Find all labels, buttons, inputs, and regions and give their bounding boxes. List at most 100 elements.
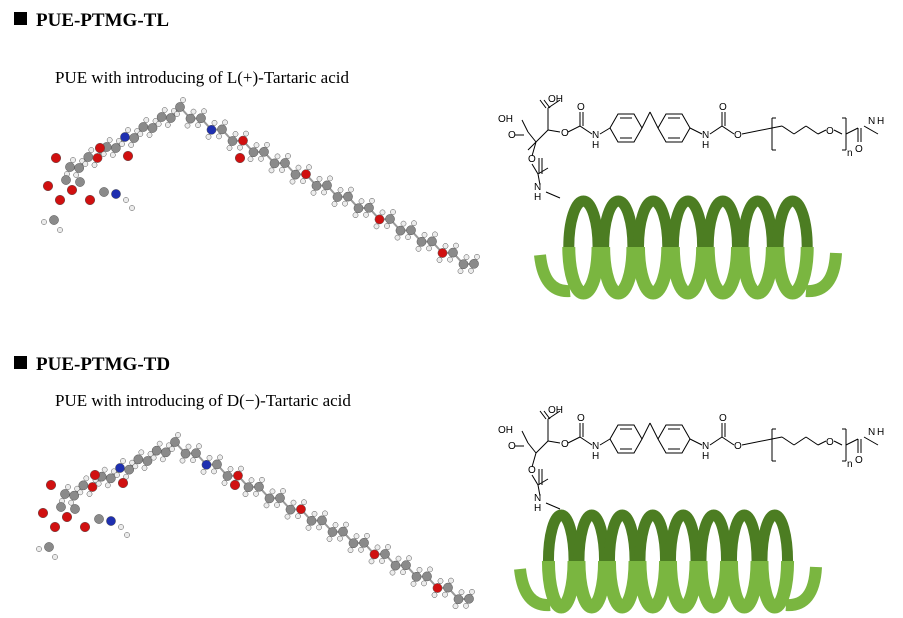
hydrogen-atom: [337, 187, 344, 193]
hydrogen-atom: [242, 491, 249, 498]
oxygen-atom: [122, 150, 134, 162]
hydrogen-atom: [57, 227, 63, 233]
hydrogen-atom: [238, 465, 244, 472]
hydrogen-atom: [337, 535, 343, 542]
hydrogen-atom: [347, 547, 354, 554]
helix-back-strand: [756, 509, 794, 562]
hydrogen-atom: [190, 108, 197, 115]
carbon-atom: [212, 459, 222, 470]
helix-back-strand: [702, 195, 743, 248]
hydrogen-atom: [274, 153, 281, 160]
hydrogen-atom: [129, 459, 136, 466]
hydrogen-atom: [426, 245, 432, 252]
carbon-atom: [69, 490, 80, 501]
helix-back-strand: [633, 195, 674, 248]
hydrogen-atom: [389, 569, 396, 576]
hydrogen-atom: [201, 108, 207, 115]
hydrogen-atom: [143, 117, 150, 123]
hydrogen-atom: [200, 468, 207, 475]
nitrogen-atom: [201, 459, 212, 470]
carbon-atom: [75, 177, 85, 187]
hydrogen-atom: [374, 544, 381, 551]
carbon-atom: [343, 191, 353, 202]
hydrogen-atom: [95, 480, 102, 487]
hydrogen-atom: [137, 131, 144, 137]
label-h: H: [877, 116, 884, 127]
label-n: N: [592, 130, 599, 141]
label-o: O: [734, 130, 742, 141]
hydrogen-atom: [86, 491, 93, 497]
hydrogen-atom: [364, 532, 370, 539]
carbon-atom: [49, 215, 59, 225]
hydrogen-atom: [91, 162, 98, 168]
hydrogen-atom: [118, 524, 124, 530]
carbon-atom: [317, 515, 327, 526]
label-h: H: [534, 192, 541, 203]
hydrogen-atom: [195, 122, 201, 129]
ball-stick-molecular-model: [41, 97, 480, 275]
hydrogen-atom: [123, 197, 129, 203]
hydrogen-atom: [119, 141, 125, 147]
hydrogen-atom: [70, 157, 76, 163]
label-o: O: [826, 437, 834, 448]
helix-back-strand: [598, 195, 639, 248]
carbon-atom: [406, 225, 416, 236]
carbon-atom: [191, 448, 201, 459]
carbon-atom: [269, 158, 280, 169]
hydrogen-atom: [415, 245, 422, 252]
helix-front-strand: [666, 246, 710, 300]
hydrogen-atom: [165, 442, 172, 449]
hydrogen-atom: [331, 201, 338, 207]
panel-title: PUE-PTMG-TL: [14, 10, 169, 32]
helix-front-strand: [701, 246, 744, 300]
helix-front-strand: [562, 246, 605, 300]
hydrogen-atom: [77, 489, 84, 496]
label-n: N: [868, 116, 875, 127]
helix-tail: [785, 566, 822, 612]
label-n: N: [702, 441, 709, 452]
carbon-atom: [105, 473, 116, 484]
hydrogen-atom: [311, 510, 318, 517]
carbon-atom: [385, 214, 395, 224]
hydrogen-atom: [269, 488, 276, 495]
hydrogen-atom: [322, 510, 328, 517]
hydrogen-atom: [379, 558, 385, 564]
helix-front-strand: [694, 560, 734, 614]
oxygen-atom: [66, 184, 78, 196]
carbon-atom: [56, 502, 66, 512]
carbon-atom: [259, 146, 269, 157]
hydrogen-atom: [196, 443, 202, 450]
hydrogen-atom: [128, 142, 135, 148]
hydrogen-atom: [436, 257, 443, 263]
carbon-atom: [443, 582, 453, 593]
hydrogen-atom: [243, 130, 249, 137]
hydrogen-atom: [237, 144, 243, 151]
helix-front-strand: [541, 560, 581, 614]
hydrogen-atom: [284, 513, 291, 520]
hydrogen-atom: [258, 155, 264, 162]
hydrogen-atom: [400, 569, 406, 576]
carbon-atom: [124, 464, 135, 475]
carbon-atom: [94, 514, 104, 524]
hydrogen-atom: [348, 186, 354, 193]
hydrogen-atom: [184, 122, 191, 129]
oxygen-atom: [301, 169, 311, 180]
nitrogen-atom: [111, 189, 121, 199]
carbon-atom: [306, 515, 317, 526]
helix-front-strand: [755, 560, 795, 614]
label-o: O: [577, 413, 585, 424]
carbon-atom: [401, 560, 411, 571]
hydrogen-atom: [310, 189, 317, 196]
oxygen-atom: [50, 152, 62, 164]
carbon-atom: [70, 504, 80, 514]
carbon-atom: [151, 445, 162, 456]
label-o: O: [577, 102, 585, 113]
hydrogen-atom: [457, 268, 464, 275]
label-o: O: [561, 128, 569, 139]
hydrogen-atom: [227, 466, 234, 472]
hydrogen-atom: [114, 472, 120, 478]
label-o: O: [561, 439, 569, 450]
hydrogen-atom: [468, 267, 474, 274]
oxygen-atom: [229, 479, 241, 491]
oxygen-atom: [49, 521, 61, 533]
